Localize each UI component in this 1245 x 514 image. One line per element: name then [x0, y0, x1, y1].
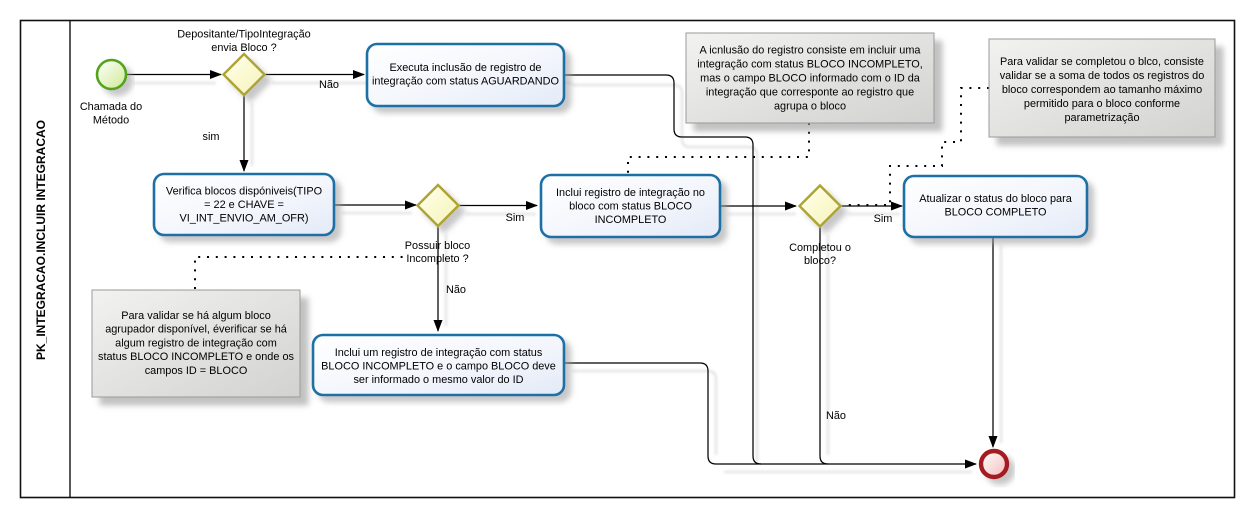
svg-text:= 22 e CHAVE =: = 22 e CHAVE =	[204, 199, 284, 211]
svg-text:bloco com status BLOCO: bloco com status BLOCO	[569, 201, 692, 213]
svg-text:agrupador disponível, éverific: agrupador disponível, éverificar se há	[105, 324, 288, 336]
svg-text:BLOCO COMPLETO: BLOCO COMPLETO	[944, 207, 1046, 219]
svg-text:Verifica blocos dispóniveis(TI: Verifica blocos dispóniveis(TIPO	[166, 186, 322, 198]
svg-text:BLOCO INCOMPLETO e o campo BLO: BLOCO INCOMPLETO e o campo BLOCO deve	[321, 361, 556, 373]
svg-text:Atualizar o status do bloco p: Atualizar o status do bloco para	[919, 193, 1073, 205]
svg-text:integração com status AGUARDAN: integração com status AGUARDANDO	[372, 76, 559, 88]
svg-text:Executa inclusão de registro d: Executa inclusão de registro de	[390, 62, 542, 74]
svg-text:Não: Não	[446, 284, 466, 296]
svg-text:Depositante/TipoIntegração: Depositante/TipoIntegração	[177, 29, 310, 41]
svg-text:campos ID = BLOCO: campos ID = BLOCO	[145, 365, 248, 377]
svg-text:agrupa o bloco: agrupa o bloco	[774, 101, 846, 113]
svg-text:integração com status BLOCO I: integração com status BLOCO INCOMPLETO,	[697, 59, 923, 71]
svg-text:PK_INTEGRACAO.INCLUIR INTEGRAC: PK_INTEGRACAO.INCLUIR INTEGRACAO	[34, 120, 48, 360]
svg-text:Possuir bloco: Possuir bloco	[405, 240, 470, 252]
svg-text:ser informado o mesmo valor do: ser informado o mesmo valor do ID	[353, 374, 523, 386]
svg-text:validar se a soma de todos os: validar se a soma de todos os registros …	[1000, 70, 1205, 82]
svg-text:bloco correspondem ao tamanho: bloco correspondem ao tamanho máximo	[1002, 84, 1202, 96]
svg-text:algum registro de integração c: algum registro de integração com	[115, 338, 277, 350]
svg-text:Não: Não	[319, 79, 339, 91]
svg-text:sim: sim	[203, 131, 220, 143]
svg-text:Inclui um registro de integraç: Inclui um registro de integração com sta…	[335, 347, 543, 359]
svg-text:bloco?: bloco?	[804, 255, 836, 267]
svg-text:Para validar se completou o bl: Para validar se completou o blco, consis…	[1000, 56, 1204, 68]
svg-text:Método: Método	[93, 115, 129, 127]
svg-text:Incompleto ?: Incompleto ?	[406, 253, 468, 265]
svg-text:Chamada do: Chamada do	[80, 101, 142, 113]
svg-text:Completou o: Completou o	[789, 242, 851, 254]
svg-text:parametrização: parametrização	[1064, 112, 1139, 124]
svg-text:status BLOCO INCOMPLETO e onde: status BLOCO INCOMPLETO e onde os	[98, 351, 294, 363]
svg-text:Não: Não	[826, 410, 846, 422]
svg-text:Sim: Sim	[506, 212, 525, 224]
svg-text:integração que corresponte ao: integração que corresponte ao registro q…	[706, 87, 914, 99]
svg-text:A icnlusão do registro consis: A icnlusão do registro consiste em inclu…	[700, 45, 922, 57]
svg-text:Inclui registro de integração: Inclui registro de integração no	[556, 187, 705, 199]
svg-text:mas o campo BLOCO informado co: mas o campo BLOCO informado com o ID da	[700, 73, 921, 85]
svg-text:INCOMPLETO: INCOMPLETO	[595, 214, 667, 226]
svg-text:permitido para o bloco conform: permitido para o bloco conforme	[1024, 98, 1180, 110]
svg-text:Para validar se há algum bloc: Para validar se há algum bloco	[121, 310, 271, 322]
svg-text:Sim: Sim	[874, 213, 893, 225]
svg-text:envia Bloco ?: envia Bloco ?	[211, 42, 276, 54]
svg-text:VI_INT_ENVIO_AM_OFR): VI_INT_ENVIO_AM_OFR)	[180, 213, 309, 225]
